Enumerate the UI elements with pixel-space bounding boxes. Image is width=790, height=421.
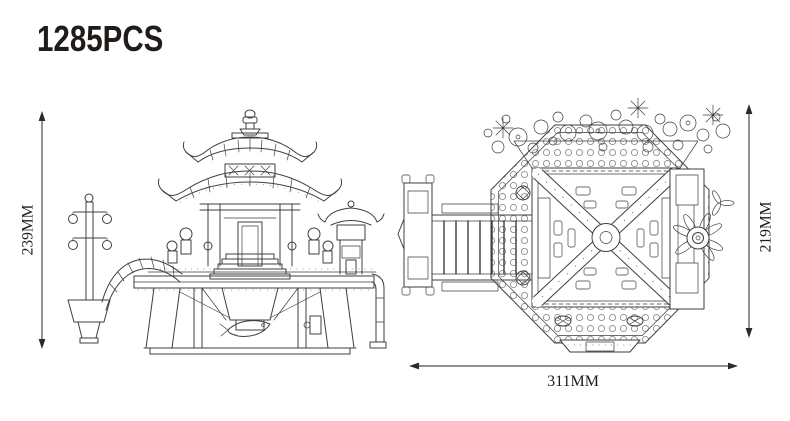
- piece-count-label: 1285PCS: [37, 18, 164, 59]
- dimension-top-width: 311MM: [409, 362, 738, 390]
- arrow-left-icon: [409, 362, 419, 370]
- pavilion-body: [199, 203, 301, 267]
- arrow-down-icon: [38, 339, 46, 349]
- roof-ridge-cross: [532, 168, 680, 307]
- koi-fish: [219, 320, 271, 337]
- base-trestle: [143, 287, 357, 355]
- waterwheel: [669, 168, 735, 310]
- top-depth-label: 219MM: [758, 201, 775, 252]
- fountain-statues: [166, 227, 334, 264]
- side-height-label: 239MM: [20, 204, 37, 255]
- side-pavilion: [317, 200, 385, 275]
- pagoda-top-plan-icon: [397, 97, 735, 353]
- arrow-right-icon: [728, 362, 738, 370]
- pagoda-side-elevation-icon: [67, 109, 387, 355]
- top-width-label: 311MM: [547, 373, 599, 390]
- dimension-top-depth: 219MM: [745, 104, 775, 338]
- arrow-up-icon: [38, 111, 46, 121]
- bottom-landing: [559, 339, 641, 353]
- tree-canopy: [483, 97, 731, 169]
- lower-roof: [157, 170, 343, 203]
- upper-roof: [182, 132, 318, 163]
- arrow-down-icon: [745, 328, 753, 338]
- downspout: [369, 273, 387, 349]
- arrow-up-icon: [745, 104, 753, 114]
- dimension-side-height: 239MM: [20, 111, 46, 349]
- lamp-post: [67, 193, 112, 344]
- footbridge: [397, 174, 533, 296]
